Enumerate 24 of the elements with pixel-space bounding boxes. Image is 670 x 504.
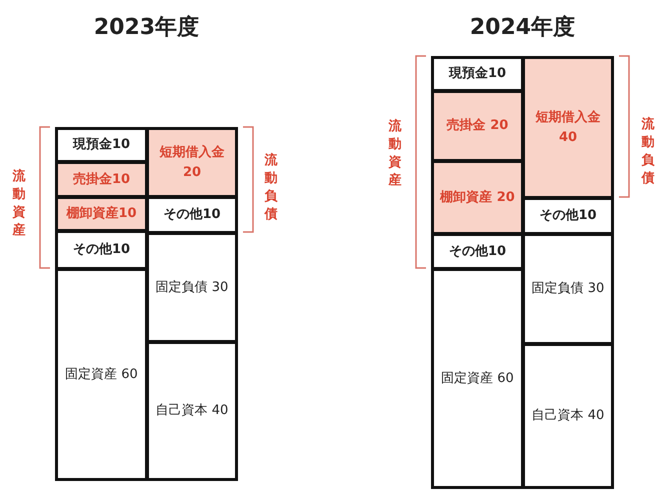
account-cell: その他10 <box>146 196 238 234</box>
account-cell: 自己資本 40 <box>522 343 614 489</box>
highlighted-account-cell: 短期借入金 40 <box>522 56 614 199</box>
group-label: 流動資産 <box>388 118 402 190</box>
account-cell: 自己資本 40 <box>146 341 238 481</box>
year-heading: 2023年度 <box>92 14 200 42</box>
account-cell: 固定負債 30 <box>522 233 614 345</box>
highlighted-account-cell: 棚卸資産10 <box>55 196 148 232</box>
account-cell: 現預金10 <box>431 56 524 92</box>
account-cell: その他10 <box>522 197 614 235</box>
highlighted-account-cell: 棚卸資産 20 <box>431 160 524 235</box>
account-cell: 固定資産 60 <box>431 268 524 489</box>
account-cell: 固定負債 30 <box>146 232 238 343</box>
group-label: 流動負債 <box>264 152 278 224</box>
year-heading: 2024年度 <box>468 14 576 42</box>
account-cell: その他10 <box>431 233 524 270</box>
highlighted-account-cell: 短期借入金 20 <box>146 127 238 198</box>
group-label: 流動負債 <box>641 116 655 188</box>
group-label: 流動資産 <box>12 168 26 240</box>
account-cell: 固定資産 60 <box>55 268 148 481</box>
highlighted-account-cell: 売掛金 20 <box>431 90 524 162</box>
account-cell: その他10 <box>55 230 148 270</box>
highlighted-account-cell: 売掛金10 <box>55 161 148 198</box>
account-cell: 現預金10 <box>55 127 148 163</box>
